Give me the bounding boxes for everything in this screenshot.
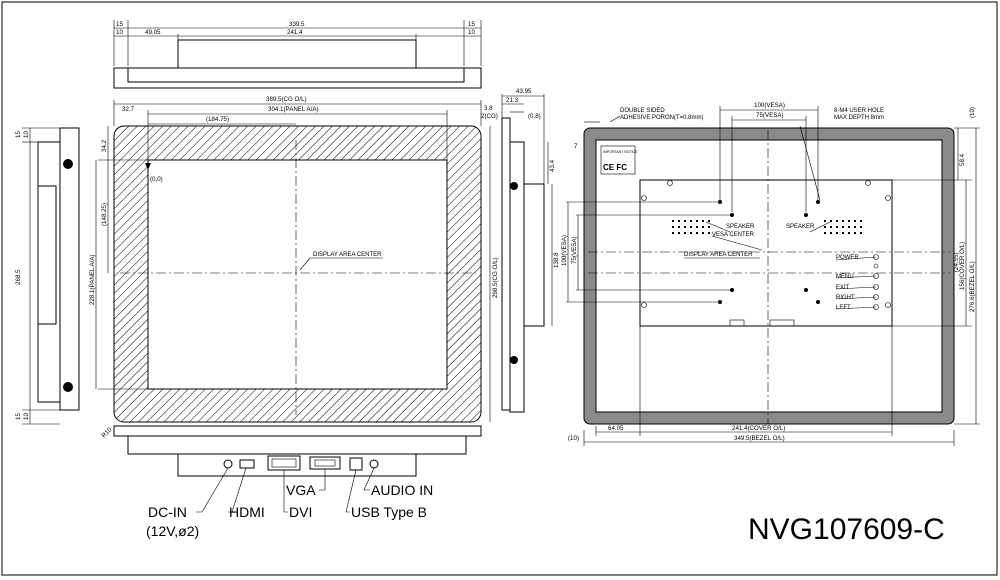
rear-view: IMPORTANT NOTICE CE FC [566,106,980,446]
dim-text: 2(CG) [481,113,498,120]
speaker-right-label: SPEAKER [786,224,815,230]
dim-text: 21.3 [506,97,519,104]
dim-text: 75(VESA) [571,236,578,264]
model-number: NVG107609-C [748,513,945,546]
dim-text: (0.8) [528,113,541,120]
menu-label: MENU [836,274,854,280]
top-view: 15 339.5 15 10 49.05 241.4 10 [113,20,482,89]
left-view: 15 10 268.5 10 15 [15,127,80,425]
audio-label: AUDIO IN [371,482,433,498]
dim-text: 15 [116,21,123,28]
dim-text: 298.5(CG O/L) [492,257,499,298]
vga-port [309,456,341,470]
dim-text: 15 [15,413,22,420]
dim-text: 43.4 [549,159,556,172]
hdmi-label: HDMI [229,504,265,520]
speaker-grille-left [672,220,710,234]
dim-text: 349.5(BEZEL O/L) [734,435,785,442]
dim-text: 32.7 [122,106,135,113]
side-view: 43.95 3.8 21.3 2(CG) (0.8) 43.4 138.8 [481,88,560,413]
dim-text: 58.4 [959,153,966,166]
adhesive-label: DOUBLE SIDED [620,108,665,114]
usb-label: USB Type B [351,504,427,520]
dim-text: 3.8 [484,105,493,112]
usb-port [349,457,363,471]
dim-text: 100(VESA) [561,235,568,266]
dim-text: 43.95 [516,88,532,95]
bottom-view [113,425,482,513]
dim-text: 138.8 [553,252,560,268]
dim-text: 64.05 [608,425,624,432]
dim-text: 304.1(PANEL A/A) [268,106,319,113]
adhesive-label-2: ADHESIVE PORON(T=0.8mm) [620,115,704,121]
dvi-port [267,455,301,471]
dim-text: 156(COVER O/L) [959,242,966,290]
dvi-label: DVI [289,504,312,520]
user-hole-label: 8-M4 USER HOLE [834,108,884,114]
dim-text: 241.4 [287,29,303,36]
dim-text: (24.55) [953,252,960,272]
rear-display-center-label: DISPLAY AREA CENTER [684,252,753,258]
speaker-grille-right [824,220,862,234]
speaker-left-label: SPEAKER [726,224,755,230]
user-hole-depth-label: MAX DEPTH 8mm [834,115,884,121]
dc-in-label: DC-IN [148,504,187,520]
led-indicator [873,263,879,269]
dim-text: 7 [574,143,578,150]
dim-text: (10) [969,107,976,118]
dim-text: 49.05 [145,29,161,36]
vesa-center-label: VESA CENTER [712,232,755,238]
dim-text: 34.2 [101,139,108,152]
warning-label: IMPORTANT NOTICE [603,150,638,154]
dim-text: 15 [468,21,475,28]
dim-text: (148.25) [101,203,108,226]
vga-label: VGA [286,482,316,498]
dim-text: 228.1(PANEL A/A) [89,254,96,305]
left-label: LEFT [836,305,851,311]
dc-spec-label: (12V,ø2) [146,523,199,539]
dim-text: 276.6(BEZEL O/L) [969,261,976,312]
hdmi-port [239,459,255,469]
dim-text: 10 [116,29,123,36]
dim-text: 241.4(COVER O/L) [732,425,785,432]
front-view: 389.5(CG O/L) 304.1(PANEL A/A) 32.7 (184… [89,96,499,439]
dim-text: R10 [100,426,113,439]
dim-text: 389.5(CG O/L) [266,96,307,103]
dim-text: 10 [468,29,475,36]
dim-text: 10 [23,413,30,420]
right-label: RIGHT [836,295,855,301]
display-center-label: DISPLAY AREA CENTER [313,252,382,258]
exit-label: EXIT [836,285,850,291]
dim-text: 15 [15,131,22,138]
dim-text: 339.5 [289,21,305,28]
dim-text: (10) [568,435,579,442]
dim-text: 268.5 [15,269,22,285]
dc-in-port [223,459,233,469]
dim-text: 10 [23,131,30,138]
cert-label: CE FC [603,163,627,172]
dim-text: 100(VESA) [754,102,785,109]
audio-port [369,459,379,469]
power-label: POWER [836,255,859,261]
dim-text: (184.75) [206,116,229,123]
dim-text: 75(VESA) [756,112,784,119]
dim-text: (0,0) [150,176,163,183]
